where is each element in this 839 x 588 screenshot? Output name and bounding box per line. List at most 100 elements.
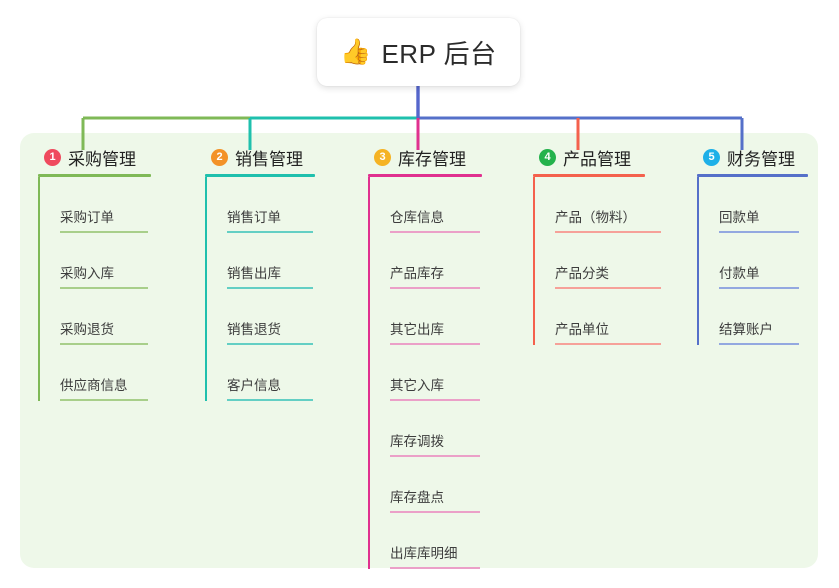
leaf-rule: [555, 343, 661, 345]
leaf-item[interactable]: 供应商信息: [38, 345, 183, 401]
leaf-rule: [555, 231, 661, 233]
branch-spine-5: [697, 177, 699, 345]
leaf-label: 库存调拨: [390, 434, 444, 450]
leaf-label: 客户信息: [227, 378, 281, 394]
leaf-item[interactable]: 销售退货: [205, 289, 350, 345]
branch-title-1: 采购管理: [68, 149, 136, 169]
leaf-label: 产品分类: [555, 266, 609, 282]
leaf-rule: [227, 231, 313, 233]
leaf-item[interactable]: 采购入库: [38, 233, 183, 289]
branch-title-4: 产品管理: [563, 149, 631, 169]
branch-spine-1: [38, 177, 40, 401]
thumbs-up-icon: 👍: [340, 37, 372, 66]
leaf-rule: [390, 287, 480, 289]
leaf-label: 库存盘点: [390, 490, 444, 506]
leaf-label: 产品库存: [390, 266, 444, 282]
leaf-item[interactable]: 库存调拨: [368, 401, 518, 457]
branches-panel: [20, 133, 818, 568]
leaf-label: 付款单: [719, 266, 760, 282]
leaf-rule: [390, 231, 480, 233]
leaf-label: 回款单: [719, 210, 760, 226]
leaf-rule: [719, 287, 799, 289]
leaf-item[interactable]: 其它入库: [368, 345, 518, 401]
branch-column-2: 2 销售管理销售订单销售出库销售退货客户信息: [205, 144, 350, 401]
leaf-label: 采购订单: [60, 210, 114, 226]
leaf-rule: [60, 231, 148, 233]
branch-header-3[interactable]: 3 库存管理: [368, 144, 518, 170]
branch-column-1: 1 采购管理采购订单采购入库采购退货供应商信息: [38, 144, 183, 401]
branch-title-2: 销售管理: [235, 149, 303, 169]
branch-header-5[interactable]: 5 财务管理: [697, 144, 839, 170]
leaf-label: 其它出库: [390, 322, 444, 338]
leaf-item[interactable]: 仓库信息: [368, 177, 518, 233]
branch-rule-3: [368, 174, 482, 177]
leaf-rule: [227, 287, 313, 289]
branch-badge-4: 4: [539, 148, 556, 166]
branch-badge-3: 3: [374, 148, 391, 166]
leaf-label: 其它入库: [390, 378, 444, 394]
leaf-label: 产品单位: [555, 322, 609, 338]
branch-header-4[interactable]: 4 产品管理: [533, 144, 683, 170]
leaf-list-1: 采购订单采购入库采购退货供应商信息: [38, 177, 183, 401]
leaf-label: 销售订单: [227, 210, 281, 226]
leaf-rule: [390, 399, 480, 401]
leaf-item[interactable]: 库存盘点: [368, 457, 518, 513]
root-node-content: 👍 ERP 后台: [340, 34, 496, 71]
leaf-item[interactable]: 销售订单: [205, 177, 350, 233]
root-node-title: ERP 后台: [381, 38, 497, 69]
leaf-label: 产品（物料）: [555, 210, 636, 226]
leaf-rule: [555, 287, 661, 289]
leaf-item[interactable]: 结算账户: [697, 289, 839, 345]
leaf-item[interactable]: 产品（物料）: [533, 177, 683, 233]
branch-title-5: 财务管理: [727, 149, 795, 169]
branch-badge-1: 1: [44, 148, 61, 166]
leaf-rule: [719, 231, 799, 233]
branch-badge-2: 2: [211, 148, 228, 166]
leaf-rule: [227, 343, 313, 345]
leaf-list-5: 回款单付款单结算账户: [697, 177, 839, 345]
branch-rule-5: [697, 174, 808, 177]
leaf-list-2: 销售订单销售出库销售退货客户信息: [205, 177, 350, 401]
leaf-rule: [719, 343, 799, 345]
leaf-rule: [60, 287, 148, 289]
leaf-rule: [390, 567, 480, 569]
leaf-list-3: 仓库信息产品库存其它出库其它入库库存调拨库存盘点出库库明细: [368, 177, 518, 569]
leaf-item[interactable]: 出库库明细: [368, 513, 518, 569]
leaf-item[interactable]: 采购退货: [38, 289, 183, 345]
leaf-item[interactable]: 产品分类: [533, 233, 683, 289]
branch-spine-3: [368, 177, 370, 569]
leaf-item[interactable]: 其它出库: [368, 289, 518, 345]
leaf-rule: [390, 511, 480, 513]
leaf-list-4: 产品（物料） 产品分类产品单位: [533, 177, 683, 345]
branch-title-3: 库存管理: [398, 149, 466, 169]
leaf-rule: [60, 399, 148, 401]
leaf-label: 出库库明细: [390, 546, 458, 562]
branch-badge-5: 5: [703, 148, 720, 166]
leaf-rule: [227, 399, 313, 401]
leaf-item[interactable]: 产品库存: [368, 233, 518, 289]
root-node[interactable]: 👍 ERP 后台: [317, 18, 520, 86]
leaf-rule: [390, 343, 480, 345]
leaf-item[interactable]: 采购订单: [38, 177, 183, 233]
branch-column-3: 3 库存管理仓库信息产品库存其它出库其它入库库存调拨库存盘点出库库明细: [368, 144, 518, 569]
leaf-item[interactable]: 客户信息: [205, 345, 350, 401]
leaf-rule: [60, 343, 148, 345]
leaf-item[interactable]: 产品单位: [533, 289, 683, 345]
branch-column-4: 4 产品管理产品（物料） 产品分类产品单位: [533, 144, 683, 345]
leaf-rule: [390, 455, 480, 457]
branch-spine-4: [533, 177, 535, 345]
branch-spine-2: [205, 177, 207, 401]
branch-rule-1: [38, 174, 151, 177]
branch-header-1[interactable]: 1 采购管理: [38, 144, 183, 170]
leaf-item[interactable]: 付款单: [697, 233, 839, 289]
branch-column-5: 5 财务管理回款单付款单结算账户: [697, 144, 839, 345]
branch-header-2[interactable]: 2 销售管理: [205, 144, 350, 170]
leaf-label: 结算账户: [719, 322, 773, 338]
leaf-item[interactable]: 销售出库: [205, 233, 350, 289]
leaf-item[interactable]: 回款单: [697, 177, 839, 233]
branch-rule-4: [533, 174, 645, 177]
branch-rule-2: [205, 174, 315, 177]
leaf-label: 供应商信息: [60, 378, 128, 394]
leaf-label: 采购入库: [60, 266, 114, 282]
leaf-label: 仓库信息: [390, 210, 444, 226]
